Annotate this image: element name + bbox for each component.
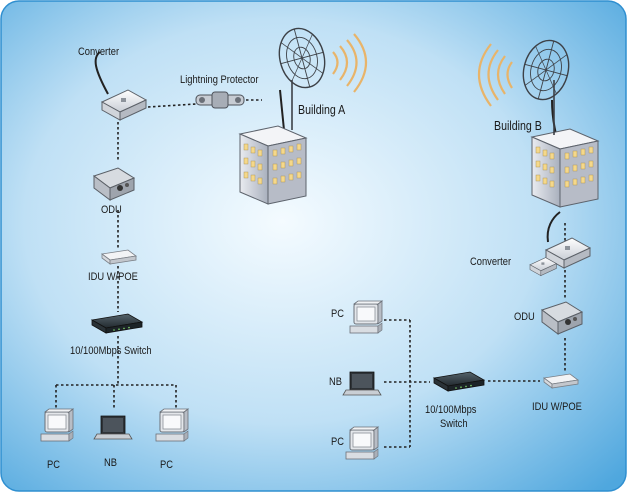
pc-right-1-device	[349, 300, 383, 334]
label-switch-b-line2: Switch	[440, 418, 468, 430]
label-converter-b: Converter	[470, 256, 512, 268]
signal-waves-a	[332, 33, 367, 93]
label-pc-right-1: PC	[331, 308, 344, 320]
label-odu-a: ODU	[101, 204, 122, 216]
pc-right-2-device	[345, 426, 379, 460]
label-building-a: Building A	[298, 103, 346, 117]
label-idu-a: IDU W/POE	[88, 271, 138, 283]
label-nb-left: NB	[104, 457, 117, 469]
label-pc-right-2: PC	[331, 436, 344, 448]
label-idu-b: IDU W/POE	[532, 401, 582, 413]
label-nb-right: NB	[329, 376, 342, 388]
label-pc-left-1: PC	[47, 459, 60, 471]
pc-left-1-device	[40, 408, 74, 442]
label-converter-a: Converter	[78, 46, 120, 58]
dotted-links	[55, 99, 566, 448]
building-b	[531, 128, 599, 208]
label-lightning-protector: Lightning Protector	[180, 74, 259, 86]
signal-waves-b	[478, 43, 513, 107]
pc-left-2-device	[155, 408, 189, 442]
label-pc-left-2: PC	[160, 459, 173, 471]
building-a	[239, 125, 307, 205]
label-switch-b-line1: 10/100Mbps	[425, 404, 477, 416]
lightning-protector-device	[195, 91, 245, 109]
label-switch-a: 10/100Mbps Switch	[70, 345, 152, 357]
label-building-b: Building B	[494, 119, 542, 133]
label-odu-b: ODU	[514, 311, 535, 323]
